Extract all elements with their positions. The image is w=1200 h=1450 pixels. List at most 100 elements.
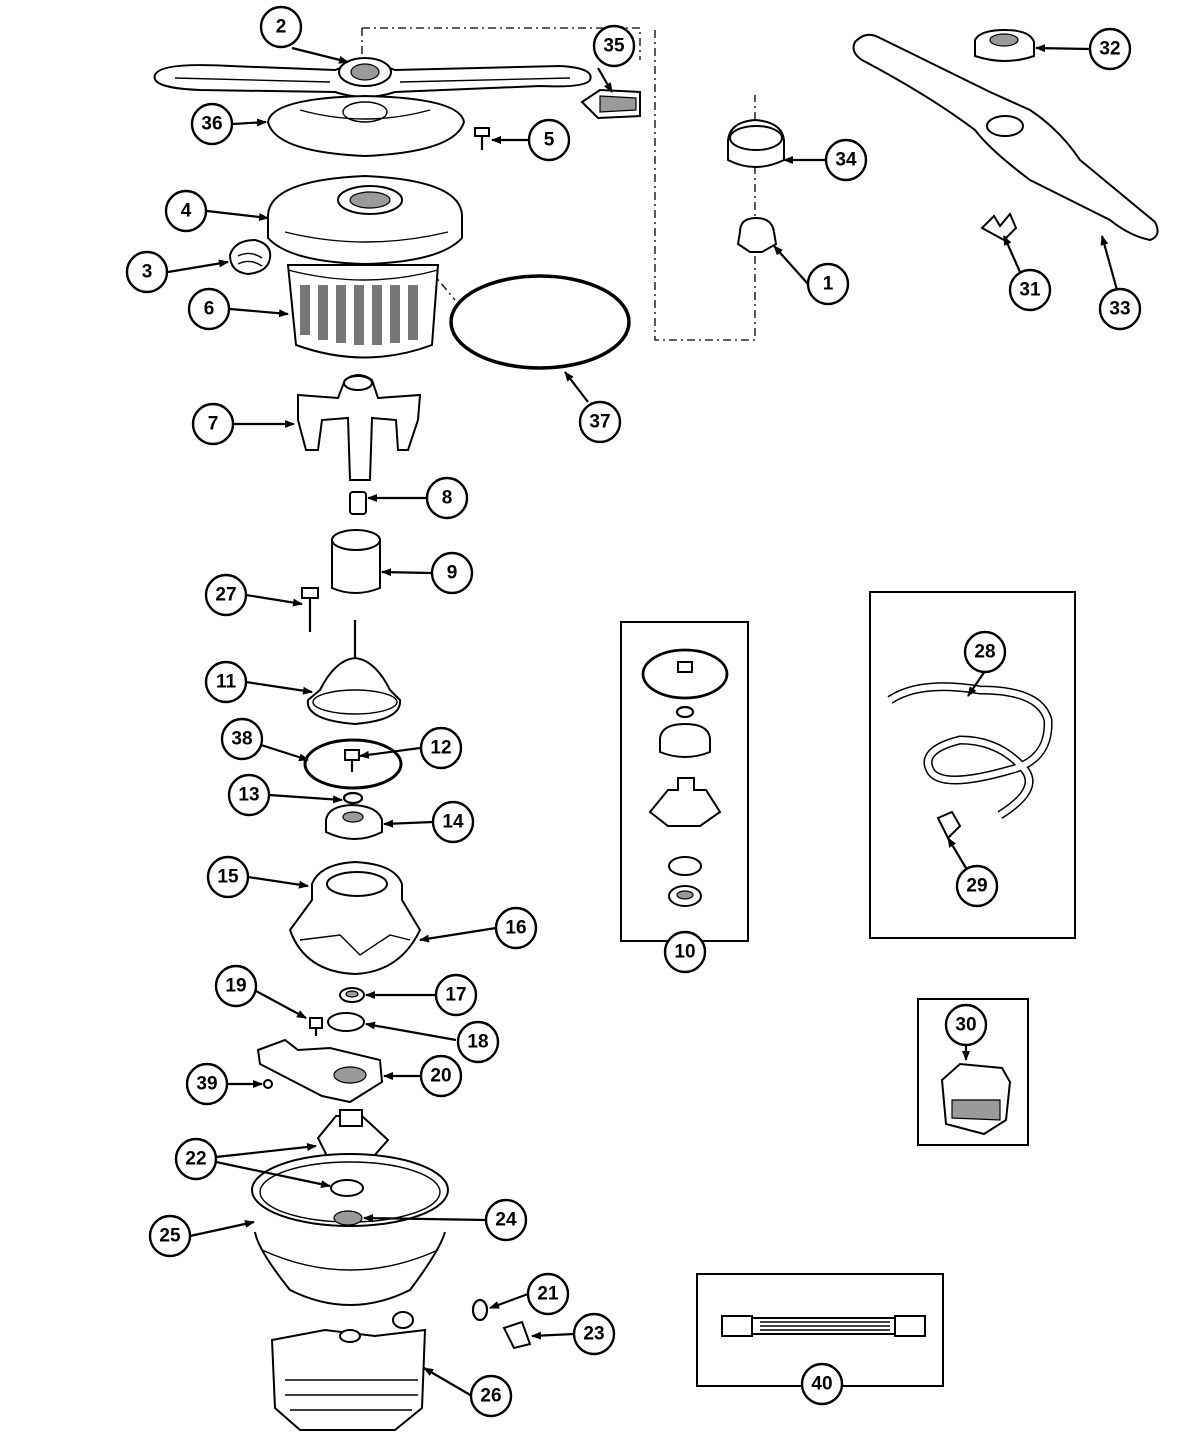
- svg-text:14: 14: [442, 812, 464, 833]
- part-5-screw: [474, 127, 490, 150]
- svg-text:13: 13: [238, 785, 259, 806]
- callout-22: 22: [174, 1137, 218, 1181]
- svg-text:15: 15: [217, 867, 239, 888]
- svg-text:38: 38: [231, 729, 252, 750]
- part-12-screw: [344, 749, 360, 772]
- part-31-clip: [980, 212, 1018, 242]
- part-39-ball: [263, 1079, 273, 1089]
- part-26-motor: [270, 1328, 427, 1431]
- svg-text:1: 1: [823, 274, 834, 295]
- svg-text:40: 40: [811, 1374, 832, 1395]
- part-7-hub: [297, 374, 422, 481]
- svg-text:33: 33: [1109, 299, 1130, 320]
- callout-27: 27: [204, 573, 248, 617]
- part-4-filter-housing: [267, 174, 463, 266]
- part-32-bearing: [974, 28, 1035, 62]
- part-38-o-ring: [303, 738, 403, 790]
- part-22-24-25-pump-housing: [251, 1109, 449, 1329]
- svg-text:11: 11: [216, 672, 237, 693]
- part-27-bolt: [301, 587, 319, 632]
- svg-text:24: 24: [495, 1210, 517, 1231]
- callout-31: 31: [1008, 268, 1052, 312]
- callout-28: 28: [963, 630, 1007, 674]
- callout-37: 37: [578, 400, 622, 444]
- callout-35: 35: [592, 24, 636, 68]
- callout-21: 21: [526, 1272, 570, 1316]
- leader-lines: [167, 44, 1119, 1397]
- part-17-nut: [339, 987, 365, 1003]
- part-1-fitting: [736, 216, 778, 253]
- svg-text:3: 3: [142, 262, 153, 283]
- callout-34: 34: [824, 138, 868, 182]
- callout-25: 25: [148, 1214, 192, 1258]
- svg-text:22: 22: [185, 1149, 206, 1170]
- svg-text:2: 2: [276, 17, 287, 38]
- callout-19: 19: [214, 964, 258, 1008]
- callout-3: 3: [125, 250, 169, 294]
- part-15-16-impeller-housing: [288, 860, 422, 976]
- callout-6: 6: [187, 287, 231, 331]
- svg-text:17: 17: [445, 985, 466, 1006]
- svg-text:36: 36: [201, 114, 222, 135]
- svg-text:16: 16: [505, 918, 526, 939]
- callout-23: 23: [572, 1312, 616, 1356]
- callout-17: 17: [434, 973, 478, 1017]
- svg-text:35: 35: [603, 36, 625, 57]
- svg-text:9: 9: [447, 563, 458, 584]
- kit-28-29-box: [869, 591, 1076, 939]
- part-2-lower-spray-arm: [153, 57, 592, 98]
- svg-text:23: 23: [583, 1324, 604, 1345]
- svg-text:37: 37: [589, 412, 610, 433]
- part-6-filter-screen: [286, 264, 440, 359]
- callout-39: 39: [185, 1062, 229, 1106]
- kit-30-box: [917, 998, 1029, 1146]
- svg-text:4: 4: [181, 201, 192, 222]
- part-9-cylinder: [331, 529, 381, 594]
- callout-40: 40: [800, 1362, 844, 1406]
- svg-text:34: 34: [835, 150, 857, 171]
- part-14-seal: [325, 803, 383, 840]
- svg-text:10: 10: [674, 942, 695, 963]
- svg-text:12: 12: [430, 738, 451, 759]
- callout-33: 33: [1098, 287, 1142, 331]
- part-36-cover-disc: [266, 94, 466, 158]
- callout-9: 9: [430, 551, 474, 595]
- svg-text:19: 19: [225, 976, 246, 997]
- callout-4: 4: [164, 189, 208, 233]
- callout-11: 11: [204, 660, 248, 704]
- callout-7: 7: [191, 402, 235, 446]
- part-35-clip: [580, 88, 641, 120]
- svg-text:18: 18: [467, 1032, 488, 1053]
- callout-36: 36: [190, 102, 234, 146]
- callout-20: 20: [419, 1054, 463, 1098]
- part-37-o-ring: [449, 274, 631, 370]
- part-20-bracket: [256, 1038, 384, 1104]
- callout-14: 14: [431, 800, 475, 844]
- part-19-screw: [309, 1017, 323, 1036]
- part-18-washer: [327, 1012, 365, 1032]
- part-23-grommet: [502, 1320, 532, 1350]
- callout-32: 32: [1088, 27, 1132, 71]
- callout-13: 13: [227, 773, 271, 817]
- callout-30: 30: [944, 1003, 988, 1047]
- callout-16: 16: [494, 906, 538, 950]
- callout-24: 24: [484, 1198, 528, 1242]
- svg-text:5: 5: [544, 130, 555, 151]
- part-3-spring: [228, 238, 272, 276]
- svg-text:32: 32: [1099, 39, 1120, 60]
- part-13-ring: [342, 791, 364, 805]
- callout-29: 29: [955, 864, 999, 908]
- svg-text:28: 28: [974, 642, 995, 663]
- svg-text:6: 6: [204, 299, 215, 320]
- callout-38: 38: [220, 717, 264, 761]
- svg-text:7: 7: [208, 414, 219, 435]
- svg-text:8: 8: [442, 488, 453, 509]
- part-33-upper-spray-arm: [852, 33, 1159, 242]
- svg-text:29: 29: [966, 876, 987, 897]
- part-8-plug: [349, 491, 367, 515]
- callout-5: 5: [527, 118, 571, 162]
- part-34-nozzle: [727, 118, 785, 168]
- kit-10-box: [620, 621, 749, 942]
- callout-10: 10: [663, 930, 707, 974]
